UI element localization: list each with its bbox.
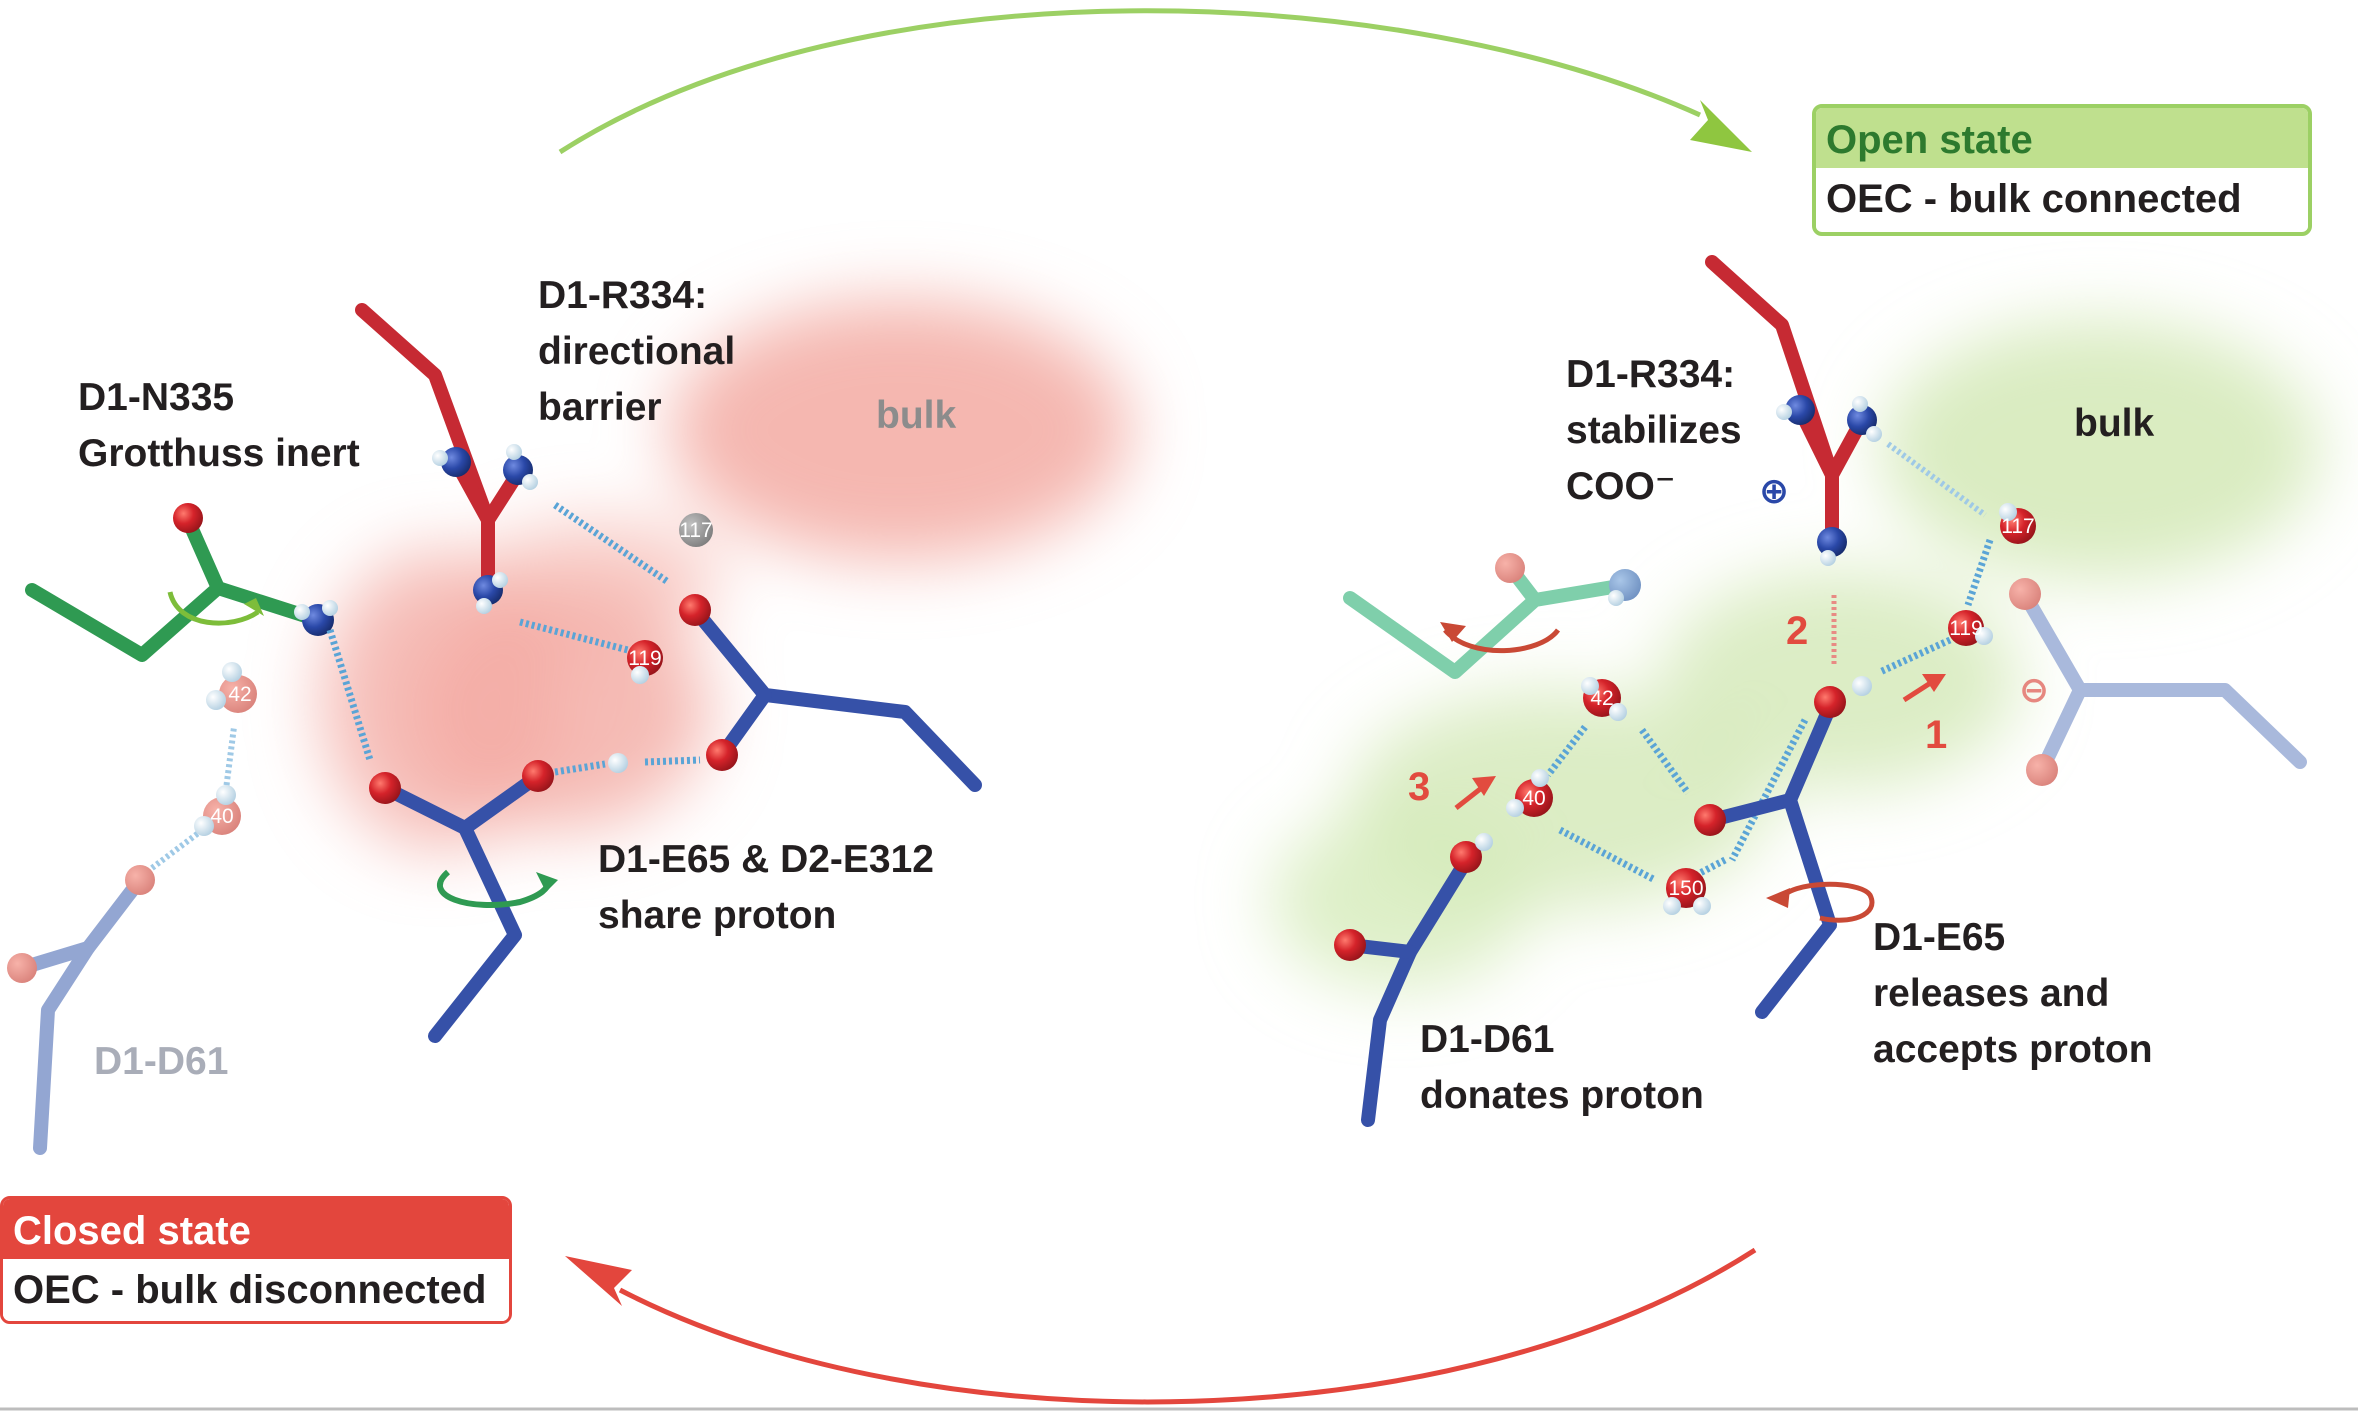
open-state-title: Open state [1816, 108, 2308, 168]
open-state-box: Open state OEC - bulk connected [1812, 104, 2312, 236]
svg-text:119: 119 [628, 647, 661, 670]
closed-e65-residue [369, 760, 558, 1043]
cycle-arrow-bottom-icon [565, 1247, 1757, 1405]
closed-d61-label: D1-D61 [94, 1040, 228, 1083]
proton [1852, 676, 1872, 696]
open-faint-acid-residue: ⊖ [2009, 578, 2307, 786]
closed-r334-label: D1-R334: directional barrier [538, 274, 746, 429]
water-40: 40 [1506, 769, 1553, 817]
proton-transfer-arrow-icon [1902, 674, 1946, 703]
water-42: 42 [1581, 677, 1627, 721]
svg-text:42: 42 [1590, 687, 1613, 710]
open-bulk-label: bulk [2074, 402, 2154, 445]
water-42: 42 [206, 662, 257, 713]
svg-text:40: 40 [1522, 787, 1545, 810]
open-d61-residue [1334, 833, 1493, 1127]
water-119: 119 [627, 640, 663, 684]
closed-state-box: Closed state OEC - bulk disconnected [0, 1196, 512, 1324]
water-117: 117 [1999, 503, 2036, 544]
open-state-panel: ⊕ ⊖ [1270, 255, 2320, 1127]
closed-state-title: Closed state [3, 1199, 509, 1259]
svg-text:150: 150 [1668, 877, 1703, 900]
rotation-arrow-icon [1440, 622, 1561, 654]
closed-n335-residue [25, 503, 338, 662]
closed-state-subtitle: OEC - bulk disconnected [3, 1259, 509, 1321]
closed-r334-residue [355, 303, 538, 614]
step-2-label: 2 [1786, 609, 1808, 653]
closed-d61-residue [7, 865, 155, 1155]
negative-charge-icon: ⊖ [2019, 669, 2049, 710]
closed-bulk-cloud [320, 300, 1130, 850]
step-3-label: 3 [1408, 765, 1430, 809]
closed-e65-d2-label: D1-E65 & D2-E312 share proton [598, 838, 945, 937]
cycle-arrow-top-icon [558, 8, 1752, 155]
rotation-arrow-icon [167, 591, 264, 626]
closed-d2e312-residue [679, 594, 982, 792]
closed-water-chain: 40 42 [150, 662, 257, 871]
svg-text:117: 117 [679, 519, 712, 542]
closed-n335-label: D1-N335 Grotthuss inert [78, 376, 360, 475]
closed-state-panel: 40 42 [7, 274, 1130, 1155]
open-e65-label: D1-E65 releases and accepts proton [1873, 916, 2153, 1071]
open-n335-residue [1343, 553, 1641, 679]
closed-bulk-label: bulk [876, 394, 956, 437]
proton-transfer-arrow-icon [1454, 776, 1496, 810]
open-r334-residue: ⊕ [1705, 255, 1882, 566]
rotation-arrow-icon [437, 869, 558, 908]
step-1-label: 1 [1925, 713, 1947, 757]
svg-text:42: 42 [228, 683, 251, 706]
open-d61-label: D1-D61 donates proton [1420, 1018, 1704, 1117]
rotation-arrow-icon [1766, 881, 1875, 923]
svg-text:117: 117 [2001, 515, 2034, 538]
water-119: 119 [1948, 610, 1993, 646]
open-r334-label: D1-R334: stabilizes COO⁻ [1566, 353, 1752, 508]
svg-text:119: 119 [1949, 617, 1982, 640]
positive-charge-icon: ⊕ [1759, 470, 1789, 511]
water-150: 150 [1663, 868, 1711, 915]
open-state-subtitle: OEC - bulk connected [1816, 168, 2308, 230]
svg-text:40: 40 [210, 805, 233, 828]
water-40: 40 [194, 785, 241, 836]
water-117: 117 [679, 513, 713, 547]
shared-proton [608, 753, 628, 773]
open-e65-residue [1694, 686, 1875, 1019]
